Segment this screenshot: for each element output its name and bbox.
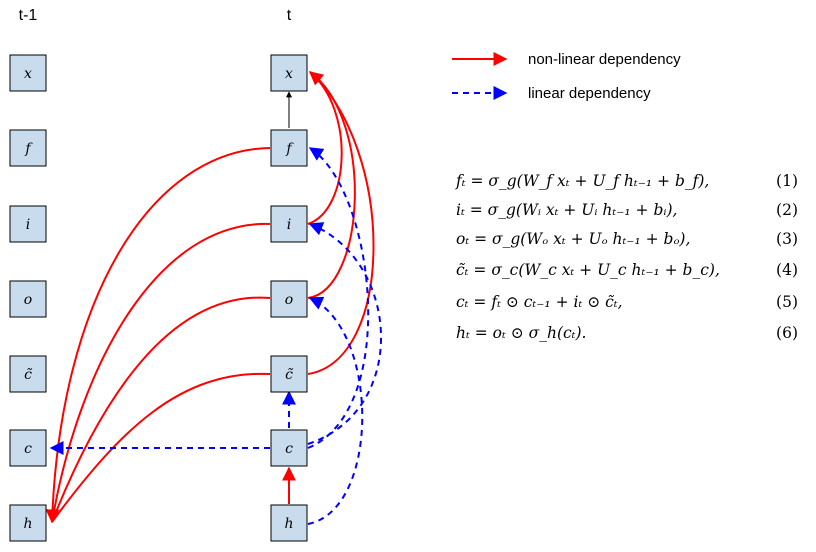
equation-number: (3) [776, 230, 798, 248]
column-label-prev: t-1 [19, 7, 38, 24]
node-x-prev: x [9, 54, 47, 92]
equation-text: iₜ = σ_g(Wᵢ xₜ + Uᵢ hₜ₋₁ + bᵢ), [456, 201, 678, 219]
nodes-curr-column: x f i o c̃ c h [270, 54, 308, 542]
node-i-prev: i [9, 205, 47, 243]
node-label: f [285, 141, 294, 157]
node-o-curr: o [270, 280, 308, 318]
node-label: o [285, 292, 293, 308]
equation-text: oₜ = σ_g(Wₒ xₜ + Uₒ hₜ₋₁ + bₒ), [456, 230, 691, 248]
node-box [270, 129, 308, 167]
equation-text: hₜ = oₜ ⊙ σ_h(cₜ). [456, 324, 587, 342]
edge-c-tilde-to-x [307, 71, 375, 375]
edges [45, 71, 382, 525]
node-box [270, 504, 308, 542]
node-label: x [285, 66, 293, 82]
node-label: f [24, 141, 33, 157]
equation-row: hₜ = oₜ ⊙ σ_h(cₜ). (6) [456, 324, 806, 352]
nodes-prev-column: x f i o c̃ c h [9, 54, 47, 542]
equation-row: oₜ = σ_g(Wₒ xₜ + Uₒ hₜ₋₁ + bₒ), (3) [456, 230, 806, 258]
node-box [270, 54, 308, 92]
node-label: c̃ [285, 367, 293, 383]
column-label-curr: t [287, 7, 292, 24]
node-c-curr: c [270, 429, 308, 467]
node-c-tilde-curr: c̃ [270, 355, 308, 393]
node-box [270, 205, 308, 243]
node-c-tilde-prev: c̃ [9, 355, 47, 393]
equation-number: (6) [776, 324, 798, 342]
node-f-prev: f [9, 129, 47, 167]
node-label: i [287, 217, 291, 233]
node-f-curr: f [270, 129, 308, 167]
node-label: c [285, 441, 293, 457]
legend: non-linear dependency linear dependency [452, 51, 681, 102]
node-o-prev: o [9, 280, 47, 318]
node-box [270, 280, 308, 318]
node-box [270, 355, 308, 393]
node-label: o [24, 292, 32, 308]
node-h-prev: h [9, 504, 47, 542]
equation-number: (1) [776, 172, 798, 190]
edge-h-to-o [307, 296, 364, 525]
legend-nonlinear-label: non-linear dependency [528, 51, 681, 68]
node-label: i [26, 217, 30, 233]
node-label: c̃ [24, 367, 32, 383]
node-box [9, 429, 47, 467]
edge-h-prev-to-c-tilde [51, 372, 271, 523]
node-x-curr: x [270, 54, 308, 92]
node-c-prev: c [9, 429, 47, 467]
equation-row: cₜ = fₜ ⊙ cₜ₋₁ + iₜ ⊙ c̃ₜ, (5) [456, 293, 806, 321]
node-box [270, 429, 308, 467]
equation-text: c̃ₜ = σ_c(W_c xₜ + U_c hₜ₋₁ + b_c), [456, 261, 720, 279]
node-label: h [284, 516, 293, 532]
equation-row: c̃ₜ = σ_c(W_c xₜ + U_c hₜ₋₁ + b_c), (4) [456, 261, 806, 289]
equation-row: iₜ = σ_g(Wᵢ xₜ + Uᵢ hₜ₋₁ + bᵢ), (2) [456, 201, 806, 229]
edge-o-to-x [307, 71, 356, 299]
node-h-curr: h [270, 504, 308, 542]
node-label: x [24, 66, 32, 82]
node-label: h [23, 516, 32, 532]
equation-text: fₜ = σ_g(W_f xₜ + U_f hₜ₋₁ + b_f), [456, 172, 710, 190]
legend-linear-label: linear dependency [528, 85, 651, 102]
node-box [9, 280, 47, 318]
equation-row: fₜ = σ_g(W_f xₜ + U_f hₜ₋₁ + b_f), (1) [456, 172, 806, 200]
edge-h-prev-to-i [51, 222, 271, 523]
equation-number: (5) [776, 293, 798, 311]
edge-i-to-x [307, 71, 343, 225]
equation-text: cₜ = fₜ ⊙ cₜ₋₁ + iₜ ⊙ c̃ₜ, [456, 293, 623, 311]
equation-number: (4) [776, 261, 798, 279]
edge-h-prev-to-f [45, 147, 271, 524]
edge-c-to-i [307, 222, 382, 445]
edge-h-prev-to-o [51, 296, 271, 523]
node-box [9, 504, 47, 542]
node-box [9, 205, 47, 243]
node-i-curr: i [270, 205, 308, 243]
edge-c-to-f [307, 147, 370, 449]
node-label: c [24, 441, 32, 457]
node-box [9, 129, 47, 167]
node-box [9, 54, 47, 92]
equation-number: (2) [776, 201, 798, 219]
node-box [9, 355, 47, 393]
